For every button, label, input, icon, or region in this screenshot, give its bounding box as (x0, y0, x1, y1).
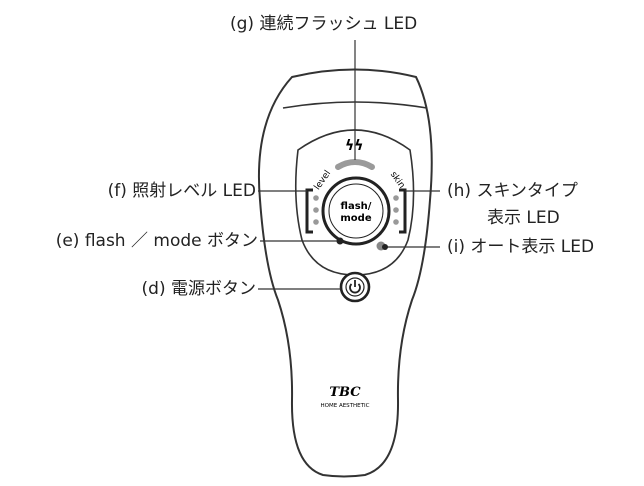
skin-led-2 (393, 207, 399, 213)
label-e: (e) flash ／ mode ボタン (55, 231, 258, 251)
label-h-line1: (h) スキンタイプ (447, 181, 578, 201)
label-d: (d) 電源ボタン (141, 279, 256, 299)
flash-mode-text-2: mode (340, 213, 371, 224)
level-bracket (305, 188, 313, 234)
flash-mode-text-1: flash/ (341, 201, 372, 212)
leader-i-dot (382, 244, 388, 250)
flash-icon: ϟϟ (345, 138, 363, 154)
level-led-2 (313, 207, 319, 213)
level-led-1 (313, 195, 319, 201)
skin-led-3 (393, 219, 399, 225)
skin-led-1 (393, 195, 399, 201)
label-f: (f) 照射レベル LED (107, 181, 256, 201)
label-g: (g) 連続フラッシュ LED (230, 14, 418, 34)
leader-e-dot (336, 237, 344, 245)
power-icon (349, 280, 361, 294)
continuous-flash-led (335, 159, 375, 170)
flash-mode-button-inner[interactable] (328, 183, 384, 239)
brand-subtitle: HOME AESTHETIC (321, 403, 370, 409)
label-i: (i) オート表示 LED (447, 237, 595, 257)
device-body (257, 68, 433, 478)
brand-logo: TBC (329, 385, 361, 400)
control-panel (294, 129, 415, 276)
skin-bracket (399, 188, 407, 234)
label-h-line2: 表示 LED (487, 208, 560, 228)
level-led-3 (313, 219, 319, 225)
